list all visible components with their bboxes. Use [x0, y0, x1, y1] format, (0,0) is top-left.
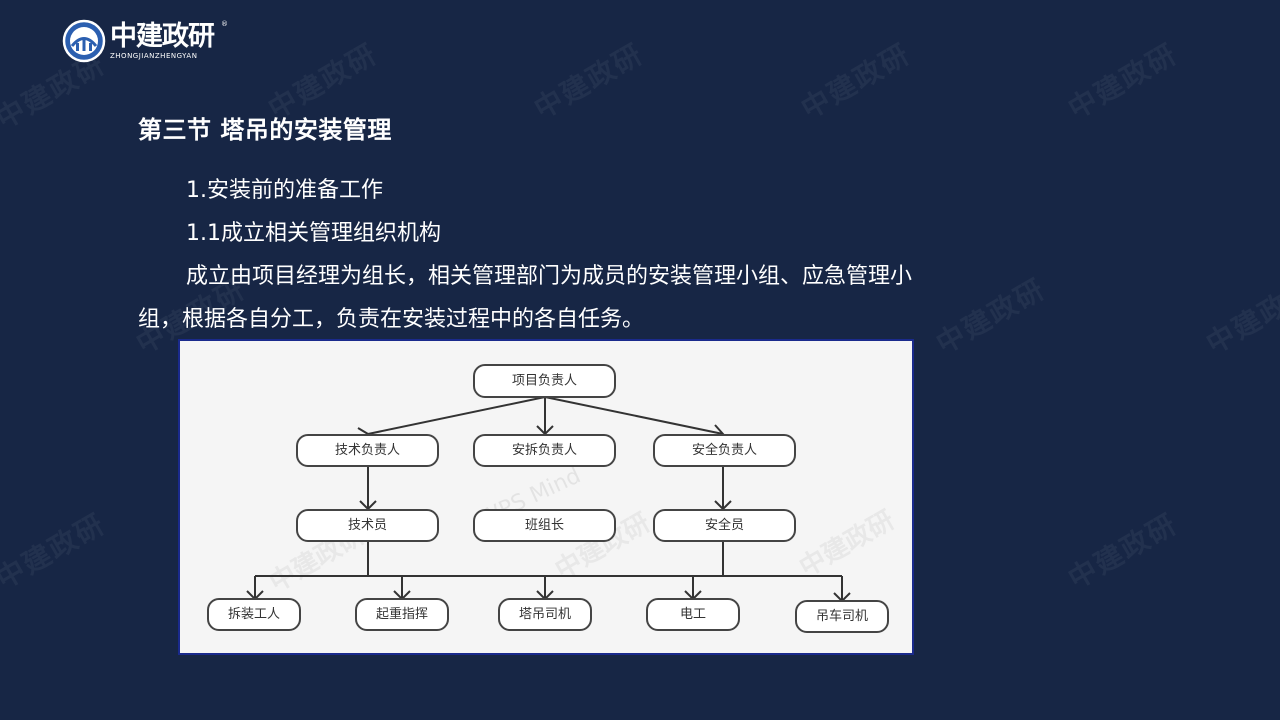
node-staff: 安全员 [653, 509, 796, 542]
org-chart: WPS Mind 中建政研 中建政研 中建政研 [207, 364, 900, 633]
svg-text:塔吊司机: 塔吊司机 [519, 607, 571, 622]
svg-text:安拆负责人: 安拆负责人 [512, 443, 577, 458]
node-staff: 技术员 [296, 509, 439, 542]
node-manager: 技术负责人 [296, 434, 439, 467]
logo-name-en: ZHONGJIANZHENGYAN [110, 51, 198, 60]
svg-text:电工: 电工 [680, 607, 706, 622]
node-staff: 班组长 [473, 509, 616, 542]
body-line-4: 组，根据各自分工，负责在安装过程中的各自任务。 [138, 307, 645, 332]
body-line-3: 成立由项目经理为组长，相关管理部门为成员的安装管理小组、应急管理小 [186, 264, 913, 289]
svg-text:班组长: 班组长 [525, 518, 564, 533]
watermark-text: 中建政研 [795, 37, 916, 126]
node-manager: 安全负责人 [653, 434, 796, 467]
brand-logo: 中建政研 ZHONGJIANZHENGYAN ® [62, 18, 228, 64]
svg-text:安全负责人: 安全负责人 [692, 442, 757, 458]
watermark-text: 中建政研 [1062, 37, 1183, 126]
logo-emblem-icon [62, 19, 106, 63]
body-line-1: 1.安装前的准备工作 [186, 178, 383, 203]
registered-mark: ® [221, 20, 228, 28]
svg-text:技术员: 技术员 [348, 518, 387, 533]
node-worker: 电工 [646, 598, 740, 631]
node-top: 项目负责人 [473, 364, 616, 398]
svg-text:项目负责人: 项目负责人 [512, 374, 577, 389]
svg-text:技术负责人: 技术负责人 [335, 443, 400, 458]
watermark-text: 中建政研 [1062, 507, 1183, 596]
watermark-text: 中建政研 [528, 37, 649, 126]
edge [544, 396, 724, 435]
svg-text:起重指挥: 起重指挥 [376, 606, 428, 622]
watermark-text: 中建政研 [1200, 272, 1280, 361]
svg-text:安全员: 安全员 [705, 517, 744, 533]
node-worker: 吊车司机 [795, 600, 889, 633]
section-title: 第三节 塔吊的安装管理 [138, 116, 392, 144]
node-worker: 拆装工人 [207, 598, 301, 631]
watermark-text: 中建政研 [0, 507, 111, 596]
watermark-text: 中建政研 [930, 272, 1051, 361]
body-line-2: 1.1成立相关管理组织机构 [186, 221, 441, 246]
node-worker: 起重指挥 [355, 598, 449, 631]
image-watermark-cn: 中建政研 [794, 504, 900, 583]
edge [367, 396, 546, 435]
svg-text:拆装工人: 拆装工人 [228, 607, 280, 622]
node-worker: 塔吊司机 [498, 598, 592, 631]
org-chart-image: WPS Mind 中建政研 中建政研 中建政研 [178, 339, 914, 655]
svg-text:吊车司机: 吊车司机 [816, 608, 868, 624]
node-manager: 安拆负责人 [473, 434, 616, 467]
logo-name-cn: 中建政研 [110, 20, 215, 52]
